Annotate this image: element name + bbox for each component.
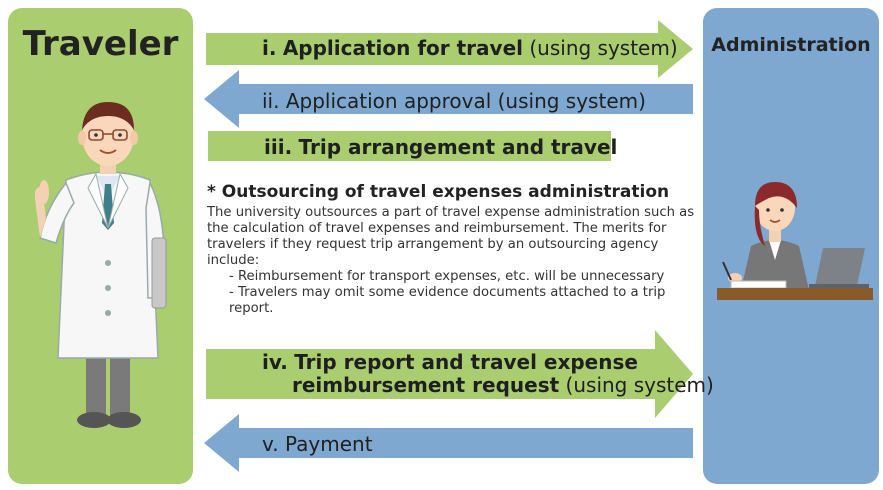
step-5-number: v. bbox=[262, 432, 279, 456]
step-4-note: (using system) bbox=[565, 373, 714, 397]
step-4-label: iv. Trip report and travel expense reimb… bbox=[262, 351, 714, 397]
traveler-title: Traveler bbox=[22, 24, 179, 64]
step-4-arrow-shape bbox=[206, 330, 693, 418]
note-title: * Outsourcing of travel expenses adminis… bbox=[207, 182, 670, 202]
outsourcing-note: * Outsourcing of travel expenses adminis… bbox=[207, 182, 697, 317]
step-1-label: i. Application for travel (using system) bbox=[262, 36, 678, 60]
step-3-label: iii. Trip arrangement and travel bbox=[264, 135, 617, 159]
step-1-number: i. bbox=[262, 36, 277, 60]
step-3-bar-shape bbox=[208, 131, 611, 161]
step-4-title-line2: reimbursement request bbox=[292, 373, 560, 397]
step-1-note: (using system) bbox=[529, 36, 678, 60]
traveler-figure-illustration bbox=[34, 102, 167, 428]
note-item-2: - Travelers may omit some evidence docum… bbox=[229, 285, 666, 316]
note-item-1: - Reimbursement for transport expenses, … bbox=[229, 269, 665, 284]
step-4-number: iv. bbox=[262, 350, 288, 374]
step-2-arrow bbox=[204, 70, 693, 128]
administration-panel: Administration bbox=[703, 8, 879, 484]
step-1-arrow-shape bbox=[206, 20, 693, 78]
note-body: The university outsources a part of trav… bbox=[207, 205, 695, 268]
step-5-arrow-shape bbox=[204, 414, 693, 472]
step-3-title: Trip arrangement and travel bbox=[298, 135, 618, 159]
step-2-title: Application approval (using system) bbox=[285, 89, 646, 113]
step-2-number: ii. bbox=[262, 89, 280, 113]
step-1-arrow bbox=[206, 20, 693, 78]
step-2-label: ii. Application approval (using system) bbox=[262, 89, 646, 113]
step-5-title: Payment bbox=[285, 432, 373, 456]
step-4-arrow bbox=[206, 330, 693, 418]
step-5-label: v. Payment bbox=[262, 432, 373, 456]
step-2-arrow-shape bbox=[204, 70, 693, 128]
traveler-panel: Traveler bbox=[8, 8, 193, 484]
step-4-title-line1: Trip report and travel expense bbox=[294, 350, 638, 374]
step-3-number: iii. bbox=[264, 135, 293, 159]
step-3-bar bbox=[208, 131, 611, 161]
step-5-arrow bbox=[204, 414, 693, 472]
administration-title: Administration bbox=[711, 34, 871, 56]
administration-figure-illustration bbox=[717, 182, 873, 300]
step-1-title: Application for travel bbox=[282, 36, 523, 60]
note-list: - Reimbursement for transport expenses, … bbox=[207, 269, 697, 317]
